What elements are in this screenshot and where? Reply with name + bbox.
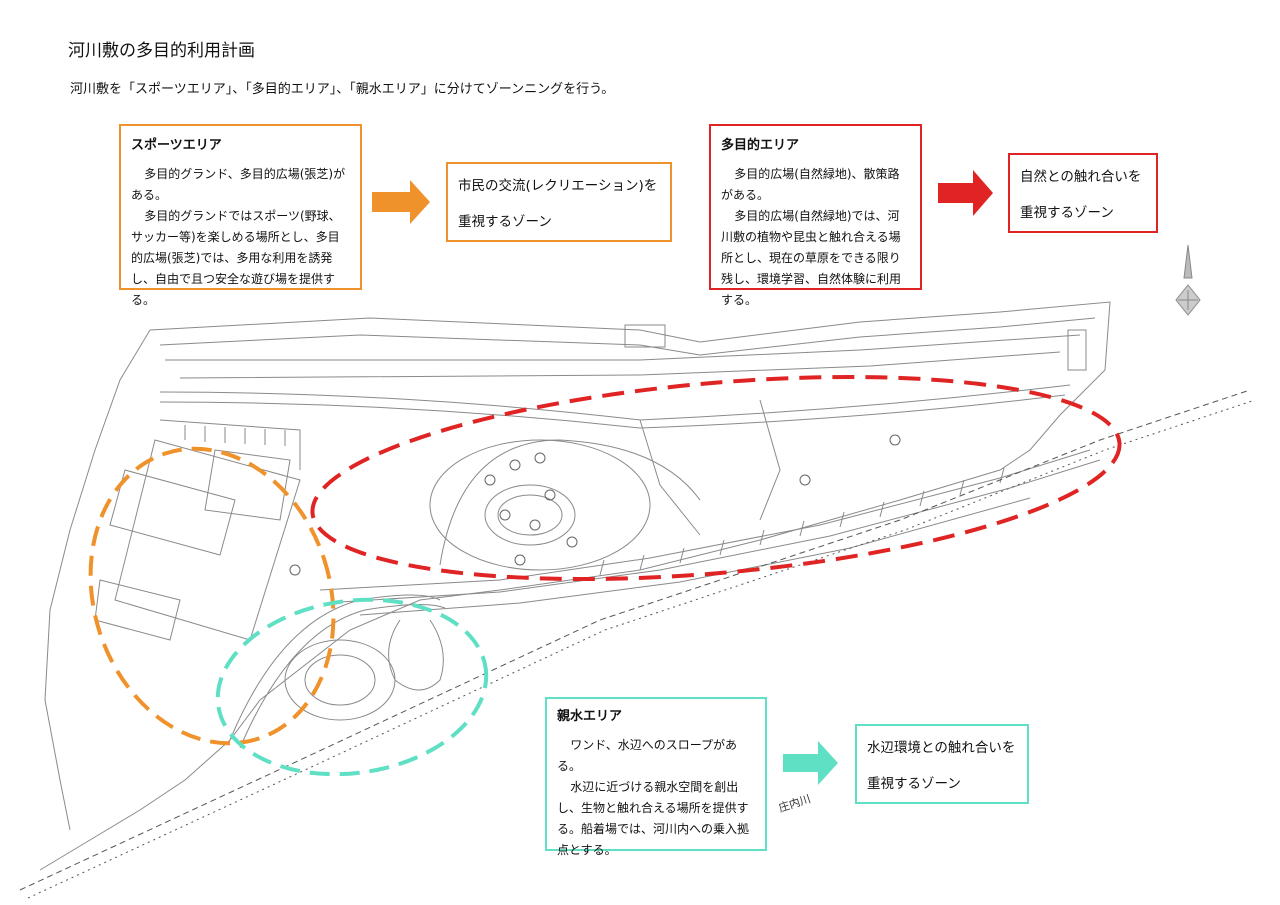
sports-area-heading: スポーツエリア [131,138,222,153]
water-area-heading: 親水エリア [557,709,623,724]
multi-area-desc-2: 多目的広場(自然緑地)では、河川敷の植物や昆虫と触れ合える場所とし、現在の草原を… [721,209,902,307]
multi-zone-line-2: 重視するゾーン [1020,205,1114,221]
sports-zone-line-1: 市民の交流(レクリエーション)を [458,178,658,194]
sports-area-desc-2: 多目的グランドではスポーツ(野球、サッカー等)を楽しめる場所とし、多目的広場(張… [131,209,341,307]
multi-area-box: 多目的エリア 多目的広場(自然緑地)、散策路がある。 多目的広場(自然緑地)では… [709,124,922,307]
river-label: 庄内川 [777,791,813,815]
page-title: 河川敷の多目的利用計画 [68,41,255,61]
water-arrow-icon [783,741,838,785]
multi-zone-outline [310,374,1122,582]
water-zone-box: 水辺環境との触れ合いを 重視するゾーン [855,724,1029,804]
park-outline [39,301,1111,871]
water-zone-line-1: 水辺環境との触れ合いを [867,740,1016,756]
intro-text: 河川敷を「スポーツエリア」、「多目的エリア」、「親水エリア」に分けてゾーンニング… [70,82,615,97]
multi-area-heading: 多目的エリア [721,138,800,153]
water-area-box: 親水エリア ワンド、水辺へのスロープがある。 水辺に近づける親水空間を創出し、生… [545,697,767,857]
sports-area-desc-1: 多目的グランド、多目的広場(張芝)がある。 [131,167,346,202]
water-area-desc-2: 水辺に近づける親水空間を創出し、生物と触れ合える場所を提供する。船着場では、河川… [557,780,750,857]
water-area-desc-1: ワンド、水辺へのスロープがある。 [557,738,737,773]
sports-zone-line-2: 重視するゾーン [458,214,552,230]
water-zone-line-2: 重視するゾーン [867,776,961,792]
multi-area-desc-1: 多目的広場(自然緑地)、散策路がある。 [721,167,900,202]
multi-zone-line-1: 自然との触れ合いを [1020,169,1142,185]
north-arrow-icon [1175,244,1201,316]
water-zone-outline [215,597,489,777]
sports-zone-outline [88,446,336,746]
sports-zone-box: 市民の交流(レクリエーション)を 重視するゾーン [446,162,672,242]
multi-arrow-icon [938,170,993,216]
sports-area-box: スポーツエリア 多目的グランド、多目的広場(張芝)がある。 多目的グランドではス… [119,124,362,307]
multi-zone-box: 自然との触れ合いを 重視するゾーン [1008,153,1158,233]
sports-arrow-icon [372,180,430,224]
